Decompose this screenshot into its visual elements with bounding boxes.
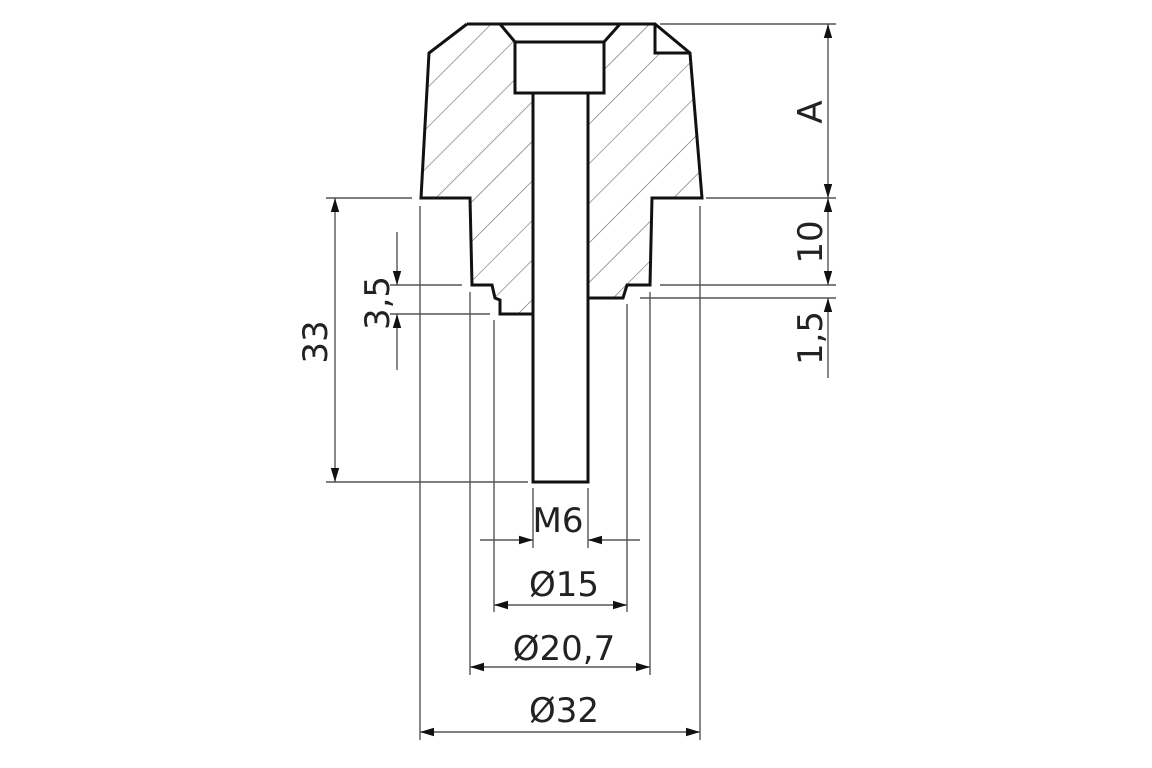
counterbore xyxy=(513,40,606,95)
label-d20-7: Ø20,7 xyxy=(513,629,615,669)
section-body xyxy=(421,24,702,314)
label-d32: Ø32 xyxy=(529,691,599,731)
dimension-lines xyxy=(330,24,833,737)
part-outline xyxy=(419,22,704,484)
section-left-half xyxy=(421,24,533,314)
label-3-5: 3,5 xyxy=(358,276,398,330)
label-1-5: 1,5 xyxy=(791,311,831,365)
label-m6: M6 xyxy=(533,501,584,541)
label-a: A xyxy=(791,100,831,123)
extension-lines xyxy=(326,23,836,740)
section-right-half xyxy=(588,24,702,298)
label-d15: Ø15 xyxy=(529,565,599,605)
dimension-labels: A 10 1,5 33 3,5 M6 Ø15 Ø20,7 Ø32 xyxy=(296,100,831,731)
label-33: 33 xyxy=(296,320,336,363)
label-10: 10 xyxy=(791,220,831,263)
bore xyxy=(531,93,590,484)
